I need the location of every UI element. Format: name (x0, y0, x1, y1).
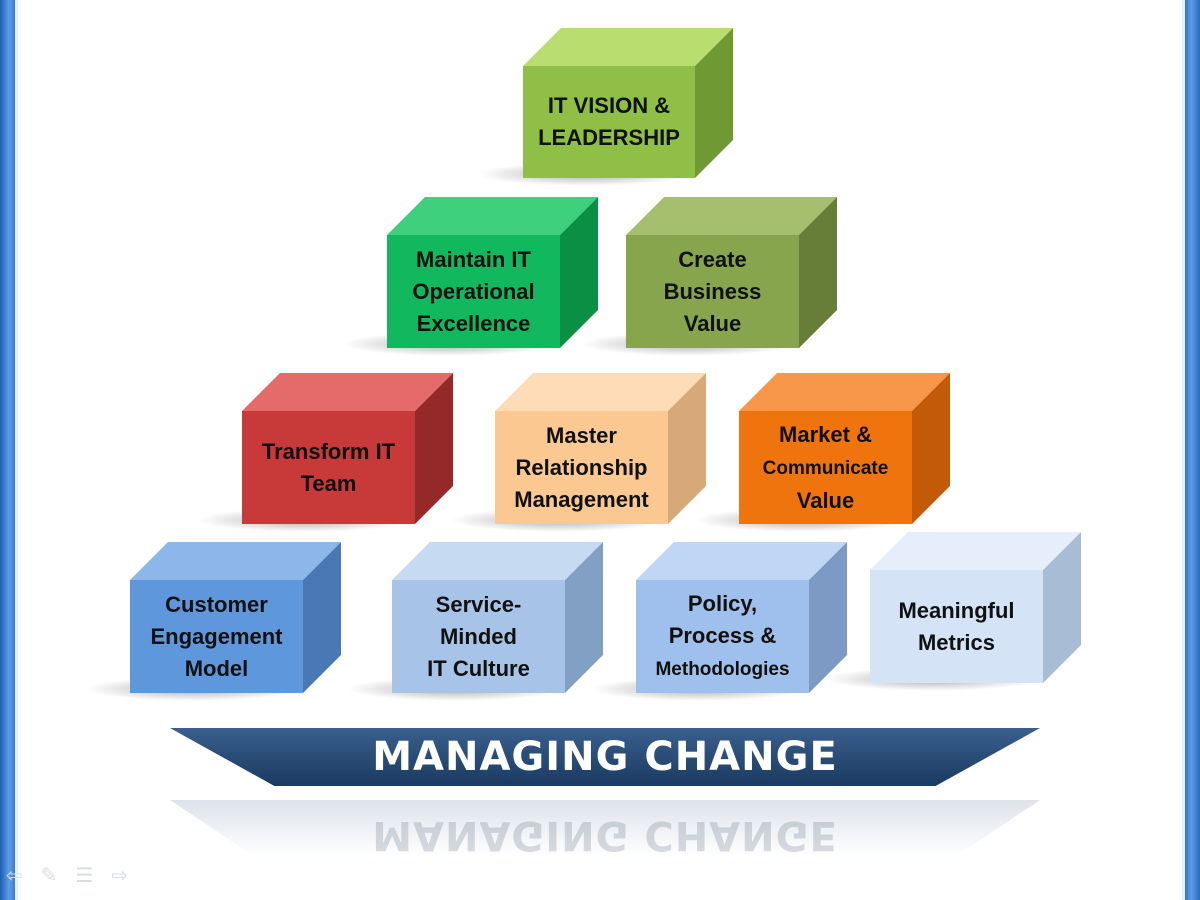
block-label-line: IT Culture (427, 655, 530, 681)
managing-change-banner: MANAGING CHANGE (170, 728, 1040, 786)
block-faces (739, 373, 950, 524)
block-top-face (636, 542, 847, 580)
block-top-face (392, 542, 603, 580)
block-label-line: LEADERSHIP (538, 125, 680, 150)
block-side-face (668, 373, 706, 524)
block-side-face (1043, 532, 1081, 683)
block-label-line: Meaningful (898, 597, 1015, 623)
block-top-face (387, 197, 598, 235)
block-top-face (130, 542, 341, 580)
block-transform: Transform IT Team (197, 373, 453, 532)
block-policy: Policy, Process & Methodologies (591, 542, 847, 701)
block-label-line: Value (683, 310, 742, 336)
block-side-face (695, 28, 733, 178)
menu-icon[interactable]: ☰ (75, 865, 94, 887)
block-faces (495, 373, 706, 524)
block-faces (392, 542, 603, 693)
block-label-line: Team (300, 470, 357, 496)
block-front-face (870, 570, 1043, 683)
block-side-face (565, 542, 603, 693)
block-label-line: Maintain IT (416, 246, 531, 272)
block-faces (870, 532, 1081, 683)
banner-text: MANAGING CHANGE (372, 734, 838, 780)
block-front-face (392, 580, 565, 693)
block-label: Service- Minded IT Culture (392, 580, 565, 693)
block-top-face (495, 373, 706, 411)
block-label-line: Model (184, 655, 249, 681)
block-label-line: Process & (668, 622, 777, 648)
block-side-face (303, 542, 341, 693)
block-label-line: Value (796, 487, 855, 513)
left-frame-border (0, 0, 18, 900)
slide-nav-controls: ⇦ ✎ ☰ ⇨ (6, 863, 128, 888)
block-label-line: IT VISION & (547, 93, 671, 118)
block-faces (130, 542, 341, 693)
block-label-line: Master (546, 422, 617, 448)
block-top-face (626, 197, 837, 235)
block-faces (242, 373, 453, 524)
block-front-face (626, 235, 799, 348)
block-service: Service- Minded IT Culture (347, 542, 603, 701)
block-label-line: Minded (439, 623, 517, 649)
previous-slide-icon[interactable]: ⇦ (6, 865, 23, 887)
block-label: Transform IT Team (242, 411, 415, 524)
block-front-face (523, 66, 695, 178)
block-front-face (130, 580, 303, 693)
block-vision: IT VISION & LEADERSHIP (478, 28, 733, 186)
block-label-line: Engagement (150, 623, 283, 649)
block-front-face (495, 411, 668, 524)
block-label-line: Service- (435, 591, 522, 617)
block-label-line: Policy, (687, 590, 758, 616)
block-label-line: Operational (412, 278, 535, 304)
pen-icon[interactable]: ✎ (40, 865, 58, 887)
block-label-line: Excellence (416, 310, 531, 336)
block-label-line: Relationship (515, 454, 648, 480)
block-faces (387, 197, 598, 348)
block-label-line: Metrics (917, 629, 996, 655)
block-front-face (242, 411, 415, 524)
block-label-line: Transform IT (261, 438, 396, 464)
block-top-face (870, 532, 1081, 570)
block-top-face (739, 373, 950, 411)
block-label-line: Management (514, 486, 649, 512)
block-front-face (636, 580, 809, 693)
block-faces (626, 197, 837, 348)
right-frame-border (1182, 0, 1200, 900)
block-front-face (387, 235, 560, 348)
block-label-line: Communicate (762, 457, 889, 479)
block-side-face (415, 373, 453, 524)
next-slide-icon[interactable]: ⇨ (111, 865, 129, 887)
block-side-face (799, 197, 837, 348)
block-side-face (809, 542, 847, 693)
block-label: Policy, Process & Methodologies (636, 580, 809, 693)
block-faces (636, 542, 847, 693)
block-side-face (560, 197, 598, 348)
block-label-line: Business (663, 278, 762, 304)
block-label-line: Market & (779, 421, 872, 447)
block-label-line: Create (678, 246, 747, 272)
block-label-line: Methodologies (655, 658, 790, 680)
block-label: IT VISION & LEADERSHIP (523, 66, 695, 178)
block-top-face (242, 373, 453, 411)
block-faces (523, 28, 733, 178)
banner-reflection: MANAGING CHANGE (170, 800, 1040, 870)
block-side-face (912, 373, 950, 524)
block-top-face (523, 28, 733, 66)
block-front-face (739, 411, 912, 524)
banner-reflection-text: MANAGING CHANGE (372, 812, 838, 858)
block-label-line: Customer (165, 591, 268, 617)
